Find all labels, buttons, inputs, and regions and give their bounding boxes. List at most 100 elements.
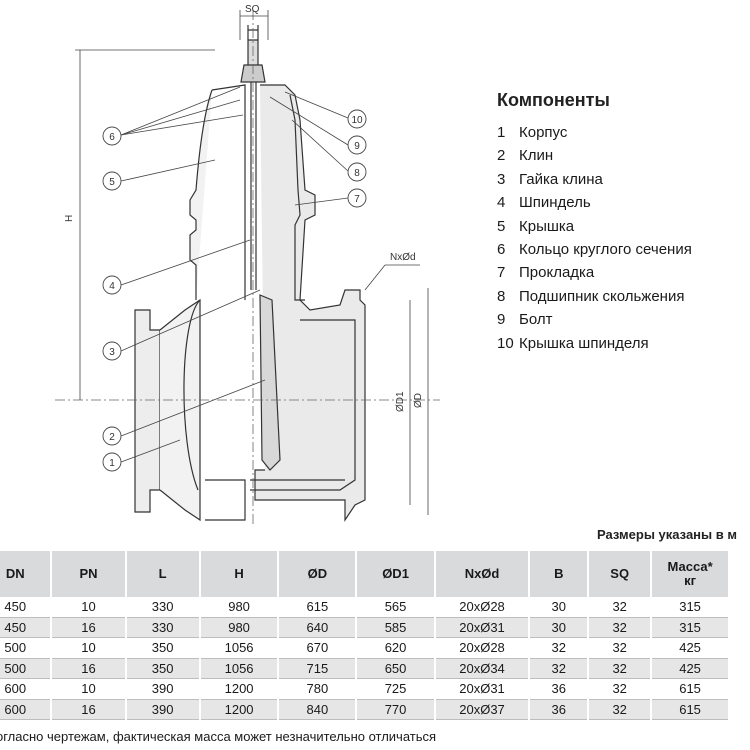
- table-cell: 500: [0, 637, 53, 659]
- table-cell: 600: [0, 678, 53, 700]
- dimensions-table: DN PN L H ØD ØD1 NxØd B SQ Масса* кг 450…: [0, 551, 730, 720]
- callout-1: [102, 452, 122, 472]
- flange-label: NxØd: [390, 252, 416, 263]
- table-cell: 36: [529, 699, 590, 720]
- sq-label: SQ: [245, 4, 260, 15]
- table-cell: 32: [588, 597, 653, 618]
- table-cell: 615: [651, 678, 730, 700]
- table-cell: 350: [125, 658, 201, 679]
- callout-text-6: 6: [109, 132, 115, 143]
- table-cell: 1056: [199, 658, 280, 679]
- component-name: Подшипник скольжения: [519, 287, 685, 305]
- callout-text-3: 3: [109, 347, 115, 358]
- callout-2: [102, 426, 122, 446]
- component-num: 8: [497, 287, 506, 305]
- table-cell: 725: [356, 678, 436, 700]
- table-cell: 10: [51, 678, 127, 700]
- table-cell: 425: [651, 658, 730, 679]
- callout-9: [347, 135, 367, 155]
- table-cell: 600: [0, 699, 53, 720]
- d-label: ØD: [413, 393, 424, 408]
- component-num: 9: [497, 311, 506, 329]
- callout-5: [102, 171, 122, 191]
- table-cell: 620: [356, 637, 436, 659]
- callout-text-2: 2: [109, 432, 115, 443]
- table-cell: 315: [651, 617, 730, 638]
- table-cell: 425: [651, 637, 730, 659]
- table-cell: 32: [588, 678, 653, 700]
- table-cell: 30: [529, 617, 590, 638]
- table-cell: 715: [278, 658, 358, 679]
- callout-text-8: 8: [354, 168, 360, 179]
- table-cell: 565: [356, 597, 436, 618]
- table-cell: 10: [51, 597, 127, 618]
- valve-drawing: 6 5 4 3 2 1 10 9 8 7 SQ H NxØd ØD1 ØD: [55, 4, 440, 525]
- table-cell: 32: [588, 699, 653, 720]
- callout-7: [347, 188, 367, 208]
- table-cell: 1200: [199, 699, 280, 720]
- header-d: ØD: [278, 551, 358, 597]
- header-d1: ØD1: [356, 551, 436, 597]
- component-num: 1: [497, 124, 506, 141]
- table-cell: 20xØ34: [434, 658, 531, 679]
- table-cell: 650: [356, 658, 436, 679]
- table-cell: 32: [529, 637, 590, 659]
- table-cell: 32: [588, 658, 653, 679]
- table-cell: 16: [51, 617, 127, 638]
- component-num: 2: [497, 147, 506, 165]
- table-cell: 30: [529, 597, 590, 618]
- callout-text-4: 4: [109, 281, 115, 292]
- table-cell: 615: [278, 597, 358, 618]
- table-cell: 20xØ31: [434, 678, 531, 700]
- callout-text-7: 7: [354, 194, 360, 205]
- table-cell: 1200: [199, 678, 280, 700]
- component-num: 7: [497, 264, 506, 282]
- component-name: Крышка: [519, 217, 575, 235]
- table-cell: 585: [356, 617, 436, 638]
- table-cell: 20xØ28: [434, 597, 531, 618]
- table-cell: 670: [278, 637, 358, 659]
- table-cell: 330: [125, 617, 201, 638]
- component-name: Болт: [519, 311, 553, 329]
- table-cell: 840: [278, 699, 358, 720]
- header-dn: DN: [0, 551, 53, 597]
- component-name: Клин: [519, 147, 554, 165]
- component-name: Корпус: [519, 124, 568, 141]
- component-name: Крышка шпинделя: [519, 334, 649, 352]
- component-num: 3: [497, 170, 506, 188]
- callout-6: [102, 126, 122, 146]
- table-cell: 20xØ37: [434, 699, 531, 720]
- footnote: огласно чертежам, фактическая масса може…: [0, 729, 437, 744]
- table-cell: 450: [0, 597, 53, 618]
- component-item: 1 Корпус: [497, 121, 750, 144]
- table-cell: 390: [125, 699, 201, 720]
- header-mass: Масса* кг: [651, 551, 730, 597]
- component-item: 2 Клин: [497, 144, 750, 167]
- component-name: Гайка клина: [519, 170, 603, 188]
- header-nxd: NxØd: [434, 551, 531, 597]
- callout-text-10: 10: [351, 115, 363, 126]
- table-cell: 770: [356, 699, 436, 720]
- component-item: 9 Болт: [497, 308, 750, 331]
- callout-text-1: 1: [109, 458, 115, 469]
- header-pn: PN: [51, 551, 127, 597]
- h-label: H: [64, 215, 75, 222]
- header-sq: SQ: [588, 551, 653, 597]
- table-cell: 640: [278, 617, 358, 638]
- header-b: B: [529, 551, 590, 597]
- table-header-row: DN PN L H ØD ØD1 NxØd B SQ Масса* кг: [0, 551, 730, 597]
- callout-3: [102, 341, 122, 361]
- table-cell: 980: [199, 597, 280, 618]
- table-cell: 780: [278, 678, 358, 700]
- component-num: 4: [497, 194, 506, 212]
- table-cell: 16: [51, 658, 127, 679]
